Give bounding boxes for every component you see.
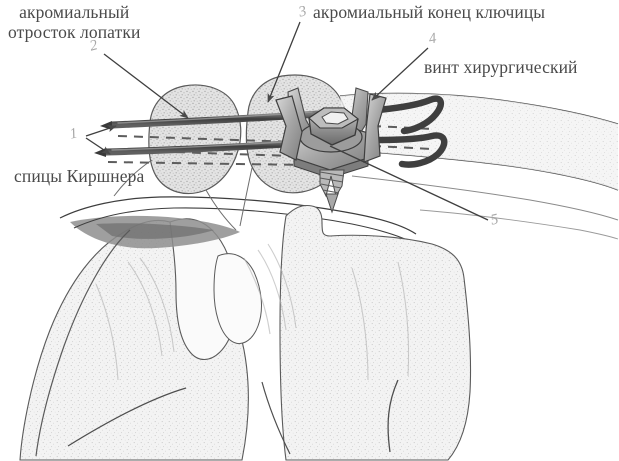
dash-line-upper	[117, 135, 331, 144]
acromion-underside-shape	[59, 196, 417, 235]
label-clavicle-acromial-end: акромиальный конец ключицы	[313, 2, 546, 22]
clavicle-bottom-contour	[239, 167, 253, 227]
surgical-screw-assembly	[275, 87, 387, 214]
clamp-prong-front-right	[363, 93, 387, 163]
leader-line-2	[103, 53, 189, 119]
articular-band-shape	[213, 253, 262, 344]
leader-line-4	[371, 47, 429, 101]
acromion-process-bone	[148, 84, 242, 195]
scapula-left-edge	[35, 229, 131, 457]
label-acromion-process-line1: акромиальный	[19, 2, 130, 22]
leader-line-5	[329, 145, 489, 221]
lower-contour-left	[67, 387, 187, 447]
lower-contour-mid	[261, 381, 291, 455]
scapula-body-shape	[279, 204, 472, 461]
screw-tip	[325, 193, 339, 214]
leader-line-3	[267, 21, 301, 103]
label-surgical-screw: винт хирургический	[424, 57, 578, 77]
dash-line-lower	[107, 161, 307, 166]
acromion-left-contour	[113, 159, 153, 197]
clavicle-trailing-line-2	[419, 209, 619, 240]
leader-line-1-upper	[85, 125, 117, 137]
lower-shoulder-anatomy	[19, 196, 472, 461]
kirschner-wire-lower-tip	[94, 148, 106, 157]
leader-line-1-lower	[85, 137, 111, 155]
label-acromion-process-line2: отросток лопатки	[8, 22, 141, 42]
hex-nut-bore	[321, 111, 349, 125]
callout-leader-lines	[85, 21, 489, 221]
pencil-hatching	[95, 243, 410, 381]
label-kirschner-wires: спицы Киршнера	[14, 166, 145, 186]
kirschner-wire-lower-hook	[372, 132, 448, 168]
label-acromion-process: акромиальный отросток лопатки	[8, 2, 140, 42]
clamp-prong-front-left	[275, 95, 303, 161]
acromion-bottom-contour	[205, 189, 237, 231]
clavicle-trailing-line-1	[351, 175, 619, 221]
screw-threads	[319, 171, 345, 194]
lower-contour-right	[387, 379, 399, 453]
clavicle-shaft-fill	[340, 93, 618, 190]
kirschner-wire-upper-hook	[374, 95, 445, 135]
acromion-underside-shape-2	[73, 207, 419, 247]
